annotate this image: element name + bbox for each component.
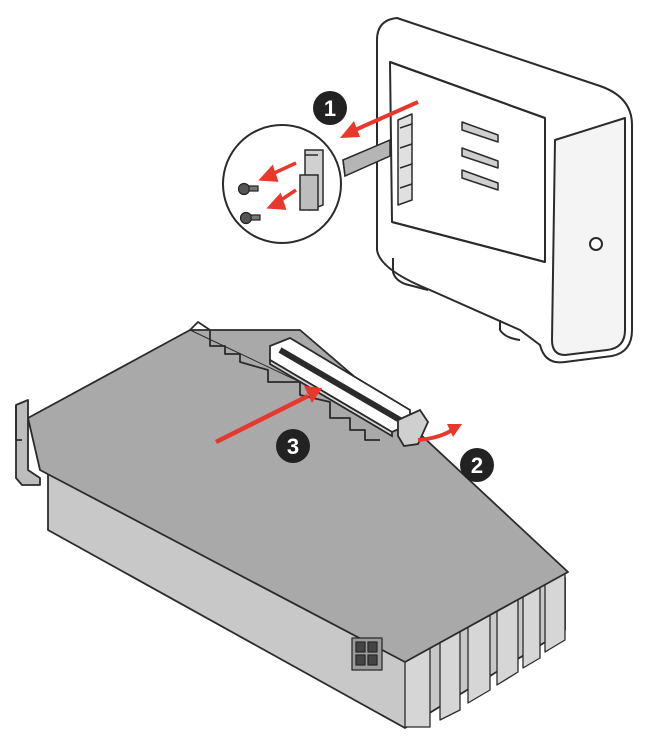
pcie-slot-icon bbox=[269, 336, 430, 447]
step-1-number: 1 bbox=[324, 96, 336, 121]
power-connector-icon bbox=[351, 637, 383, 671]
step-2-arrow bbox=[417, 424, 462, 442]
step-2-number: 2 bbox=[471, 453, 483, 478]
step-3-number: 3 bbox=[287, 434, 299, 459]
graphics-card-icon bbox=[15, 321, 569, 729]
screw-icon bbox=[237, 182, 259, 196]
pc-case-icon bbox=[376, 17, 633, 364]
step-1-arrow bbox=[340, 100, 419, 138]
step-3-arrow bbox=[214, 386, 322, 445]
slot-bracket-icon bbox=[342, 138, 391, 178]
step-2-badge: 2 bbox=[460, 448, 494, 482]
screw-icon bbox=[239, 211, 261, 225]
step-3-badge: 3 bbox=[276, 429, 310, 463]
screw-detail-callout bbox=[222, 124, 342, 244]
step-1-badge: 1 bbox=[313, 91, 347, 125]
